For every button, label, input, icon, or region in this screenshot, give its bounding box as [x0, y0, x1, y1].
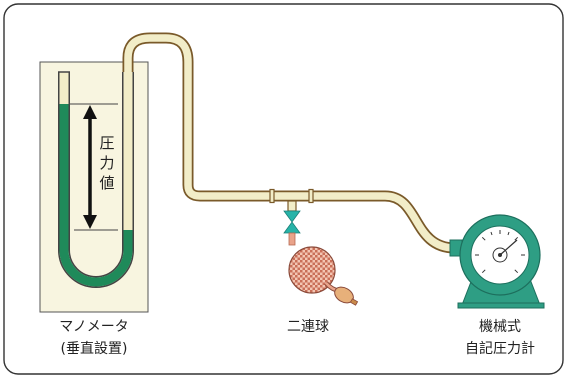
pressure-gauge-icon	[449, 214, 545, 309]
u-tube-manometer-icon	[58, 71, 134, 288]
pressure-value-char-3: 値	[99, 174, 115, 192]
gauge-label-line1: 機械式	[479, 319, 521, 335]
pressure-value-char-2: 力	[99, 154, 115, 172]
pressure-value-char-1: 圧	[99, 134, 115, 152]
manometer-label: マノメータ	[59, 319, 129, 335]
double-bulb-pump-icon	[288, 246, 359, 306]
hose-connectors	[269, 188, 314, 204]
bulb-label: 二連球	[287, 319, 329, 335]
bulb-tube	[288, 232, 296, 246]
hose	[122, 32, 456, 254]
pressure-value-arrow	[83, 105, 97, 229]
gauge-label-line2: 自記圧力計	[465, 341, 535, 357]
tee-branch	[287, 200, 297, 212]
manometer-note-label: (垂直設置)	[60, 341, 128, 357]
